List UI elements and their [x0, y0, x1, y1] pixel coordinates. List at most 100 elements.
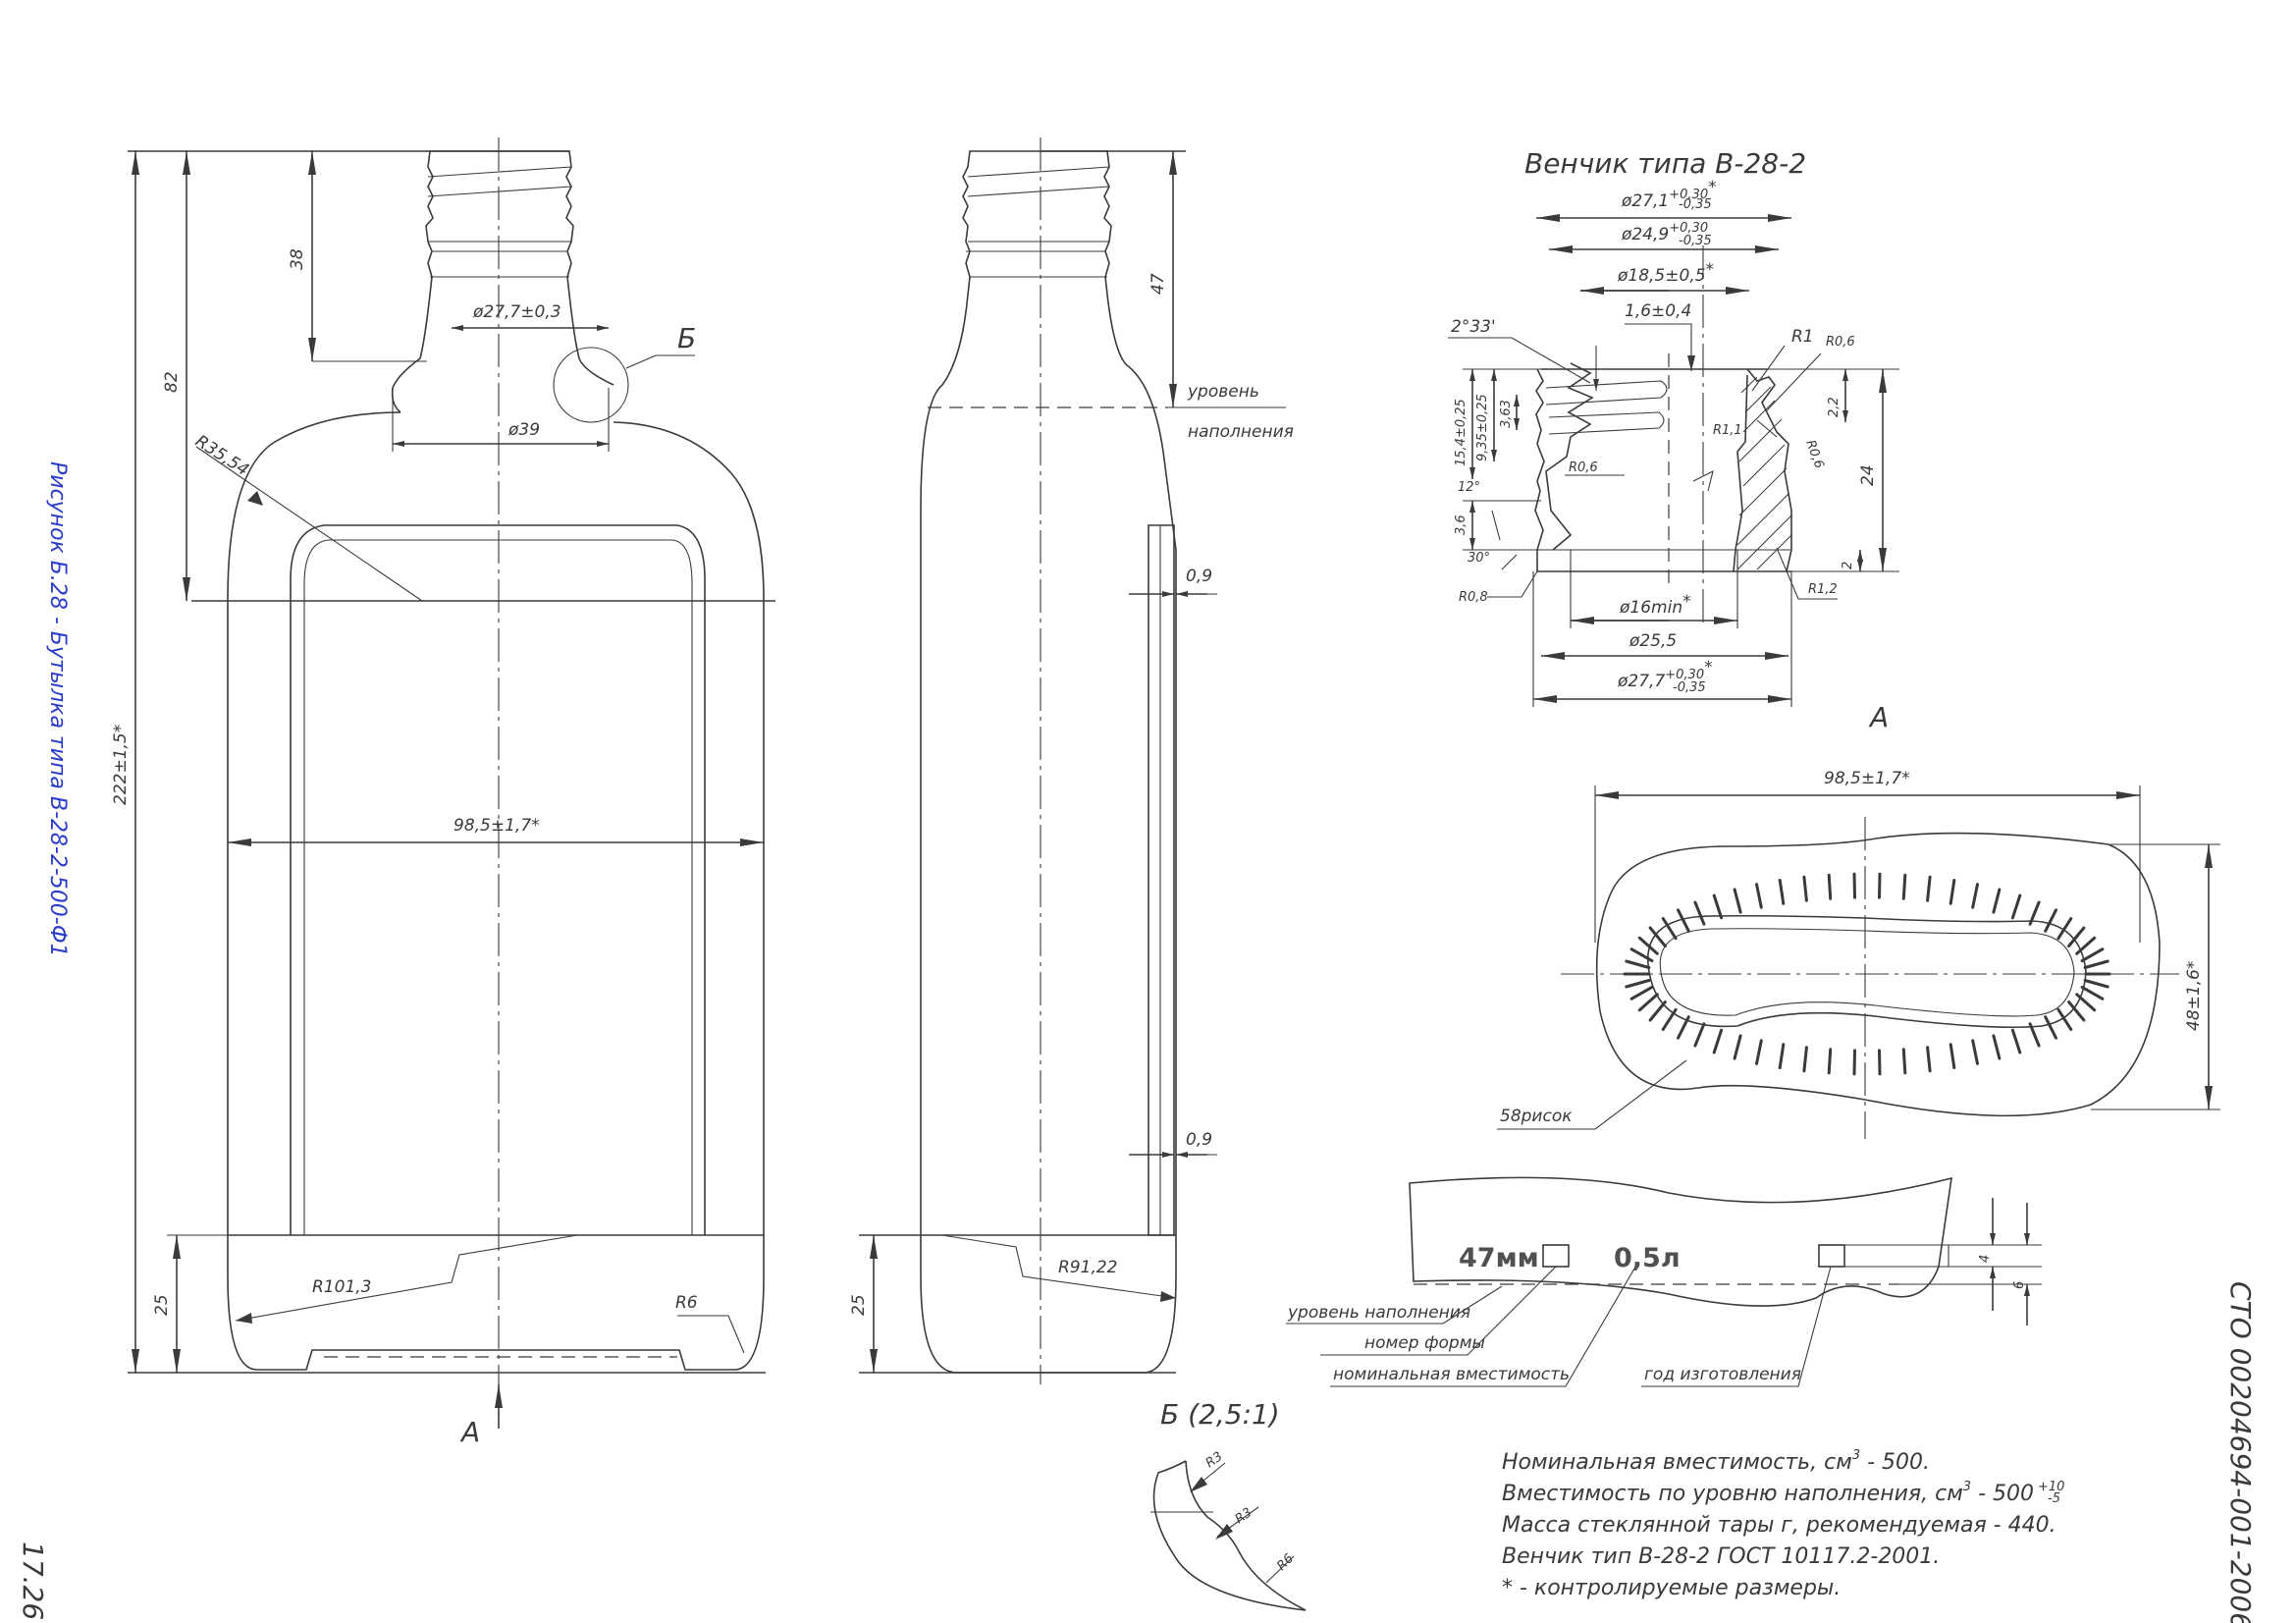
fill-level-label-1: уровень — [1187, 382, 1259, 402]
stipple-mark — [1733, 1034, 1742, 1060]
stipple-mark — [1625, 979, 1651, 989]
stipple-label: 58рисок — [1500, 1107, 1573, 1126]
stipple-mark — [1901, 873, 1907, 900]
radius-r06-left: R0,6 — [1569, 460, 1598, 475]
page-number: 17.26 — [17, 1542, 49, 1620]
stipple-mark — [1802, 875, 1808, 902]
stipple-mark — [1992, 888, 2002, 914]
stipple-mark — [1992, 1034, 2002, 1060]
finish-detail: Венчик типа В-28-2 ø27,1+0,30* -0,35 ø24… — [1448, 147, 1899, 733]
dim-27-7: ø27,7+0,30* — [1617, 658, 1713, 691]
sheet-margin: Рисунок Б.28 - Бутылка типа В-28-2-500-Ф… — [17, 461, 2257, 1623]
stipple-mark — [2010, 1028, 2022, 1055]
dim-outer-thread: ø27,1+0,30* — [1621, 178, 1717, 211]
stipple-mark — [1755, 883, 1763, 909]
dim-shoulder-diameter: ø39 — [507, 420, 540, 440]
dim-24: 24 — [1858, 464, 1878, 486]
dim-bottom-width: 98,5±1,7* — [1824, 769, 1910, 788]
dim-9-35: 9,35±0,25 — [1475, 394, 1490, 461]
dim-inner-thread: ø24,9+0,30 — [1621, 221, 1708, 244]
stipple-mark — [2056, 917, 2073, 941]
radius-r06-side: R0,6 — [1802, 438, 1826, 470]
mold-number-box — [1542, 1244, 1570, 1268]
stipple-mark — [1778, 1043, 1786, 1069]
stipple-mark — [2083, 959, 2109, 969]
stipple-mark — [1648, 926, 1667, 947]
radius-r08: R0,8 — [1459, 590, 1488, 605]
dim-82: 82 — [162, 371, 182, 393]
stipple-mark — [1755, 1039, 1763, 1065]
radius-r11: R1,1 — [1713, 423, 1742, 438]
dim-27-7-tol-bottom: -0,35 — [1673, 680, 1706, 695]
angle-thread: 2°33' — [1451, 317, 1496, 337]
radius-r06-top: R0,6 — [1826, 335, 1855, 350]
stipple-mark — [1971, 883, 1979, 909]
dim-25-front: 25 — [152, 1294, 172, 1316]
stipple-mark — [2044, 908, 2057, 933]
stipple-mark — [2067, 1001, 2086, 1022]
dim-neck-diameter: ø27,7±0,3 — [472, 302, 561, 322]
stipple-mark — [1901, 1048, 1907, 1075]
stipple-mark — [1852, 872, 1856, 899]
note-fill-capacity: Вместимость по уровню наполнения, см3 - … — [1502, 1480, 2064, 1506]
radius-r1: R1 — [1791, 327, 1814, 347]
label-fill-level: уровень наполнения — [1287, 1303, 1470, 1323]
stipple-mark — [1949, 879, 1956, 905]
radius-side-bottom: R91,22 — [1058, 1258, 1117, 1277]
side-view: 47 уровень наполнения 0,9 0,9 25 R91,22 — [849, 137, 1294, 1384]
stipple-mark — [2010, 893, 2022, 920]
dim-total-height: 222±1,5* — [111, 725, 131, 805]
stipple-mark — [1827, 873, 1833, 900]
stipple-mark — [1949, 1043, 1956, 1069]
dim-label-4: 4 — [1978, 1255, 1993, 1263]
stipple-mark — [2083, 979, 2109, 989]
stipple-mark — [2080, 947, 2105, 963]
stipple-mark — [1661, 917, 1678, 941]
stipple-mark — [1878, 1049, 1882, 1076]
stipple-marks — [1623, 872, 2111, 1076]
stipple-mark — [2044, 1015, 2057, 1040]
stipple-mark — [1712, 1028, 1724, 1055]
label-mold-number: номер формы — [1364, 1333, 1485, 1353]
radius-shoulder: R35,54 — [191, 431, 252, 480]
dim-inner-thread-tol-bottom: -0,35 — [1679, 234, 1712, 248]
height-mark: 47мм — [1459, 1243, 1539, 1273]
dim-3-6: 3,6 — [1454, 514, 1468, 535]
front-view: Б 222±1,5* 82 38 25 ø27,7±0,3 ø39 98,5±1… — [111, 137, 775, 1448]
stipple-mark — [1926, 1046, 1932, 1073]
stipple-mark — [1926, 875, 1932, 902]
label-capacity: номинальная вместимость — [1333, 1365, 1570, 1384]
dim-bottom-depth: 48±1,6* — [2184, 961, 2204, 1031]
stipple-mark — [2075, 936, 2097, 955]
section-mark-a: А — [459, 1416, 480, 1448]
angle-12: 12° — [1458, 480, 1480, 495]
bottom-view: 98,5±1,7* 48±1,6* 58рисок — [1497, 769, 2220, 1139]
stipple-mark — [1629, 985, 1654, 1001]
dim-wall-bottom: 0,9 — [1186, 1130, 1212, 1150]
figure-caption: Рисунок Б.28 - Бутылка типа В-28-2-500-Ф… — [45, 461, 70, 957]
stipple-mark — [1733, 888, 1742, 914]
capacity-mark: 0,5л — [1614, 1243, 1681, 1273]
dim-47: 47 — [1148, 273, 1168, 295]
detail-b-callout: Б — [677, 322, 696, 354]
standard-code: СТО 00204694-001-2006 — [2224, 1281, 2257, 1623]
angle-30: 30° — [1468, 551, 1490, 566]
dim-38: 38 — [288, 248, 307, 270]
dim-25-5: ø25,5 — [1629, 631, 1677, 651]
dim-body-width: 98,5±1,7* — [454, 816, 540, 836]
dim-outer-thread-tol-bottom: -0,35 — [1679, 197, 1712, 212]
detail-b-title: Б (2,5:1) — [1160, 1398, 1280, 1431]
dim-2-2: 2,2 — [1827, 397, 1842, 417]
dim-min-bore: ø16min* — [1619, 592, 1691, 618]
stipple-mark — [2080, 985, 2105, 1001]
stipple-mark — [1971, 1039, 1979, 1065]
dim-label-6: 6 — [2012, 1281, 2027, 1289]
finish-title: Венчик типа В-28-2 — [1524, 147, 1806, 180]
stipple-mark — [2067, 926, 2086, 947]
stipple-mark — [1878, 872, 1882, 899]
stipple-mark — [1637, 993, 1659, 1012]
dim-wall-thickness: 1,6±0,4 — [1625, 301, 1691, 321]
stipple-mark — [1712, 893, 1724, 920]
dim-wall-top: 0,9 — [1186, 567, 1212, 586]
